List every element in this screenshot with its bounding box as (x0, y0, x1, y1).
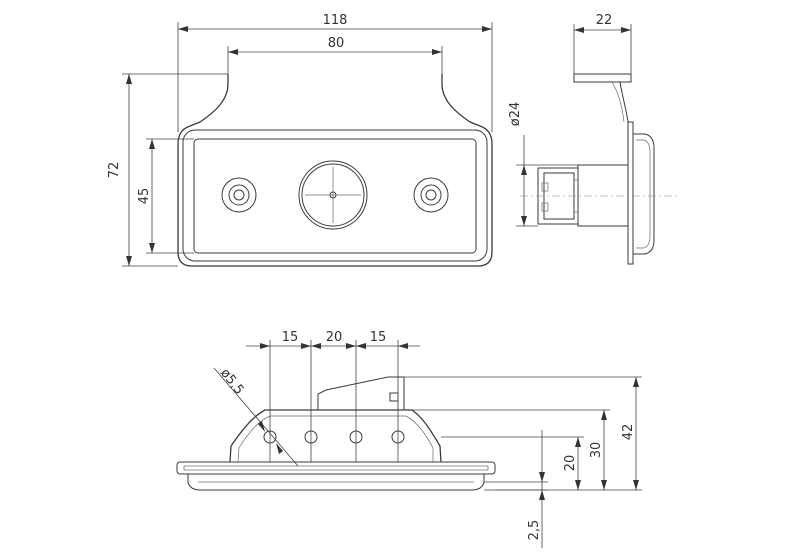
dimension-heights: 42 30 20 2,5 (404, 376, 642, 548)
dimension-spacing-1-label: 15 (282, 330, 299, 345)
side-connector-body (577, 164, 629, 227)
front-flange (182, 129, 488, 262)
dimension-chain: 15 20 15 (246, 330, 420, 349)
dimension-hole-spacing: 80 (227, 36, 443, 76)
side-flange (627, 121, 634, 265)
front-left-mounting-hole (221, 177, 257, 213)
bottom-connector (317, 376, 405, 410)
dimension-diameter: ø24 (508, 102, 578, 227)
front-view: 118 80 72 45 (107, 13, 493, 267)
dimension-spacing-3-label: 15 (370, 330, 387, 345)
bottom-housing-profile (229, 409, 442, 463)
dimension-hole-diameter-label: ø5,5 (217, 366, 246, 398)
dimension-diameter-label: ø24 (508, 102, 523, 127)
side-bracket (573, 73, 632, 83)
dimension-lens-height-label: 45 (137, 188, 152, 205)
dimension-depth-label: 22 (596, 13, 613, 28)
bottom-hole-row (263, 430, 405, 444)
dimension-width: 118 (177, 13, 493, 132)
dimension-height: 72 (107, 73, 228, 267)
dimension-height-20-label: 20 (563, 455, 578, 472)
dimension-height-30-label: 30 (589, 442, 604, 459)
front-body-outline (177, 74, 493, 267)
dimension-height-total-label: 42 (621, 424, 636, 441)
front-right-mounting-hole (413, 177, 449, 213)
dimension-width-label: 118 (323, 13, 348, 28)
dimension-hole-spacing-label: 80 (328, 36, 345, 51)
side-view: 22 ø24 (508, 13, 680, 265)
dimension-height-label: 72 (107, 162, 122, 179)
dimension-depth: 22 (573, 13, 632, 76)
front-lens (193, 138, 477, 254)
bottom-base-plate (176, 461, 496, 475)
bottom-view: 15 20 15 ø5,5 42 (176, 330, 642, 548)
front-center-lamp (298, 160, 368, 230)
dimension-lens-height: 45 (137, 138, 194, 254)
dimension-spacing-2-label: 20 (326, 330, 343, 345)
dimension-offset-label: 2,5 (527, 520, 542, 541)
